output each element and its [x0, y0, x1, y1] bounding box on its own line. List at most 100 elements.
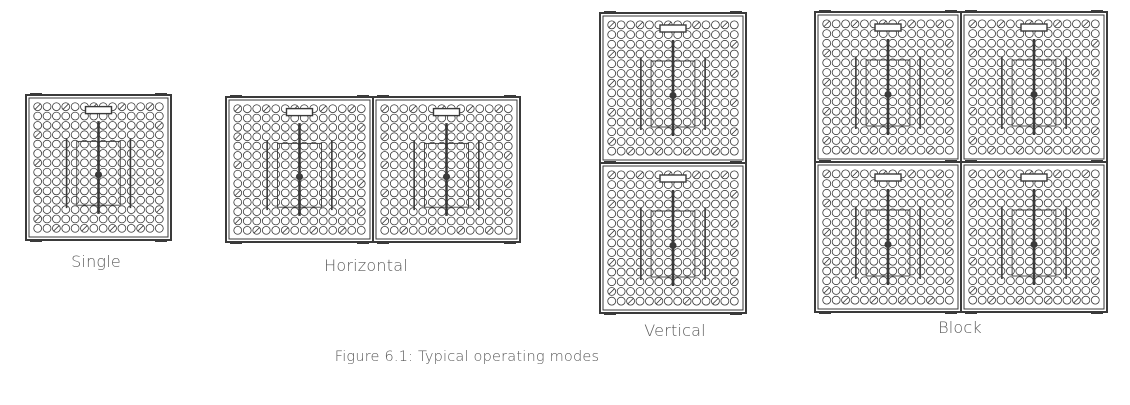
grille-hole — [1043, 208, 1053, 218]
grille-hole — [380, 169, 390, 179]
grille-hole — [261, 188, 271, 198]
grille-hole — [261, 151, 271, 160]
screw-slot — [1016, 147, 1023, 154]
grille-hole — [1081, 116, 1091, 126]
rigging-lug — [604, 161, 616, 164]
grille-hole — [1006, 237, 1015, 247]
grille-hole — [1034, 276, 1044, 286]
grille-hole — [831, 188, 841, 198]
screw-slot — [823, 258, 830, 265]
grille-hole — [968, 295, 978, 305]
grille-hole — [701, 117, 711, 127]
grille-hole — [154, 130, 164, 140]
grille-hole — [33, 223, 43, 233]
grille-hole — [841, 247, 850, 256]
mode-label-block: Block — [938, 318, 982, 337]
screw-slot — [851, 170, 859, 177]
grille-hole — [475, 207, 485, 216]
grille-hole — [98, 186, 108, 196]
grille-hole — [1006, 179, 1015, 188]
grille-hole — [1081, 87, 1091, 97]
grille-hole — [645, 199, 654, 209]
grille-hole — [607, 267, 617, 277]
grille-hole — [1072, 227, 1081, 237]
grille-hole — [907, 145, 916, 155]
screw-slot — [655, 148, 662, 155]
grille-hole — [616, 248, 626, 257]
grille-hole — [626, 180, 635, 189]
center-hub — [884, 91, 892, 98]
grille-hole — [944, 227, 954, 237]
grille-hole — [389, 216, 399, 226]
grille-hole — [1062, 266, 1072, 276]
grille-hole — [61, 158, 71, 168]
grille-hole — [503, 132, 513, 142]
grille-hole — [154, 186, 164, 196]
grille-hole — [635, 98, 645, 107]
grille-hole — [347, 132, 357, 142]
grille-hole — [926, 169, 935, 179]
grille-hole — [831, 106, 841, 116]
grille-hole — [242, 225, 252, 235]
grille-hole — [484, 207, 494, 216]
grille-hole — [635, 49, 645, 59]
grille-hole — [1015, 48, 1025, 58]
grille-hole — [1015, 198, 1025, 208]
grille-hole — [888, 68, 898, 77]
grille-hole — [626, 107, 635, 117]
grille-hole — [616, 127, 626, 137]
grille-hole — [711, 59, 720, 69]
grille-hole — [645, 219, 654, 228]
grille-hole — [1015, 188, 1025, 198]
grille-hole — [318, 179, 328, 188]
grille-hole — [98, 223, 108, 233]
grille-hole — [968, 247, 978, 256]
grille-hole — [70, 121, 80, 130]
grille-hole — [1006, 169, 1015, 179]
screw-slot — [969, 258, 976, 265]
grille-hole — [252, 113, 262, 123]
grille-hole — [494, 160, 504, 170]
grille-hole — [280, 207, 290, 216]
grille-hole — [70, 186, 80, 196]
grille-hole — [907, 97, 916, 106]
grille-hole — [1062, 145, 1072, 155]
grille-hole — [869, 38, 879, 48]
grille-hole — [42, 167, 52, 177]
grille-hole — [437, 207, 447, 216]
grille-hole — [1034, 266, 1044, 276]
grille-hole — [1081, 247, 1091, 256]
grille-hole — [1081, 106, 1091, 116]
grille-hole — [977, 77, 987, 87]
grille-hole — [389, 225, 399, 235]
grille-hole — [494, 141, 504, 151]
center-bracket — [1011, 209, 1057, 277]
grille-hole — [399, 104, 409, 114]
grille-hole — [380, 197, 390, 207]
grille-hole — [673, 287, 683, 296]
grille-hole — [52, 102, 61, 112]
grille-hole — [61, 223, 71, 233]
grille-hole — [108, 139, 117, 149]
speaker-module — [960, 10, 1108, 164]
screw-slot — [1082, 170, 1089, 177]
grille-hole — [484, 132, 494, 142]
grille-hole — [309, 188, 319, 198]
grille-hole — [831, 198, 841, 208]
grille-hole — [607, 98, 617, 107]
screw-slot — [81, 225, 88, 232]
grille-hole — [1006, 116, 1015, 126]
grille-hole — [70, 158, 80, 168]
grille-hole — [711, 20, 720, 30]
grille-hole — [968, 276, 978, 286]
grille-hole — [280, 169, 290, 179]
grille-hole — [926, 256, 935, 266]
grille-hole — [935, 106, 945, 116]
grille-hole — [70, 223, 80, 233]
grille-hole — [663, 219, 673, 228]
center-bracket — [277, 142, 323, 208]
grille-hole — [916, 97, 926, 106]
grille-hole — [663, 49, 673, 59]
grille-hole — [626, 137, 635, 146]
grille-hole — [860, 276, 869, 286]
